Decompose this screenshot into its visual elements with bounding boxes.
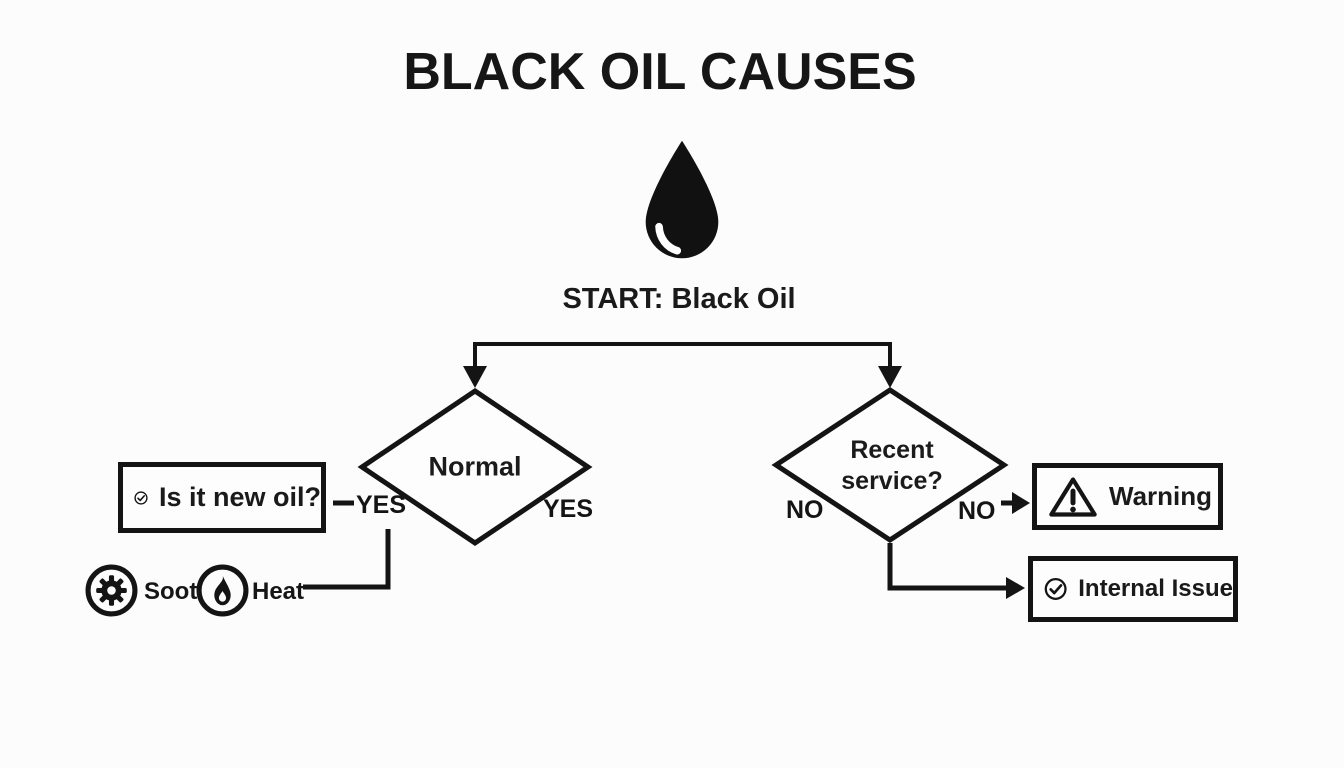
normal-diamond-label: Normal <box>428 451 522 482</box>
no-label-left: NO <box>786 496 824 524</box>
edge-start-split <box>473 342 892 370</box>
yes-label-left: YES <box>356 491 407 519</box>
check-circle-icon <box>134 490 148 505</box>
heat-label: Heat <box>252 578 305 605</box>
recent-service-line2: service? <box>841 467 943 495</box>
normal-diamond <box>357 387 593 547</box>
edge-service-to-internal <box>887 543 1008 591</box>
yes-label-right: YES <box>543 495 594 523</box>
warning-box: Warning <box>1032 463 1223 530</box>
internal-issue-box-label: Internal Issue <box>1078 575 1233 602</box>
arrowhead-to-service-diamond <box>878 366 902 388</box>
gear-icon <box>85 564 138 617</box>
new-oil-box-label: Is it new oil? <box>158 482 321 512</box>
flame-icon <box>196 564 249 617</box>
soot-label: Soot <box>144 578 198 605</box>
page-title: BLACK OIL CAUSES <box>403 43 917 101</box>
new-oil-box: Is it new oil? <box>118 462 326 533</box>
oil-drop-icon <box>645 140 719 259</box>
arrowhead-to-internal-box <box>1006 577 1025 599</box>
recent-service-diamond-label: Recent service? <box>841 435 942 497</box>
arrowhead-to-warning-box <box>1012 492 1030 514</box>
no-label-right: NO <box>958 497 996 525</box>
check-circle-icon <box>1044 578 1067 600</box>
warning-triangle-icon <box>1049 476 1097 517</box>
warning-box-label: Warning <box>1109 481 1213 511</box>
arrowhead-to-normal-diamond <box>463 366 487 388</box>
edge-yes-to-heat <box>303 529 391 590</box>
recent-service-line1: Recent <box>850 436 934 464</box>
internal-issue-box: Internal Issue <box>1028 556 1238 622</box>
recent-service-diamond <box>771 387 1009 543</box>
start-label: START: Black Oil <box>562 283 796 315</box>
